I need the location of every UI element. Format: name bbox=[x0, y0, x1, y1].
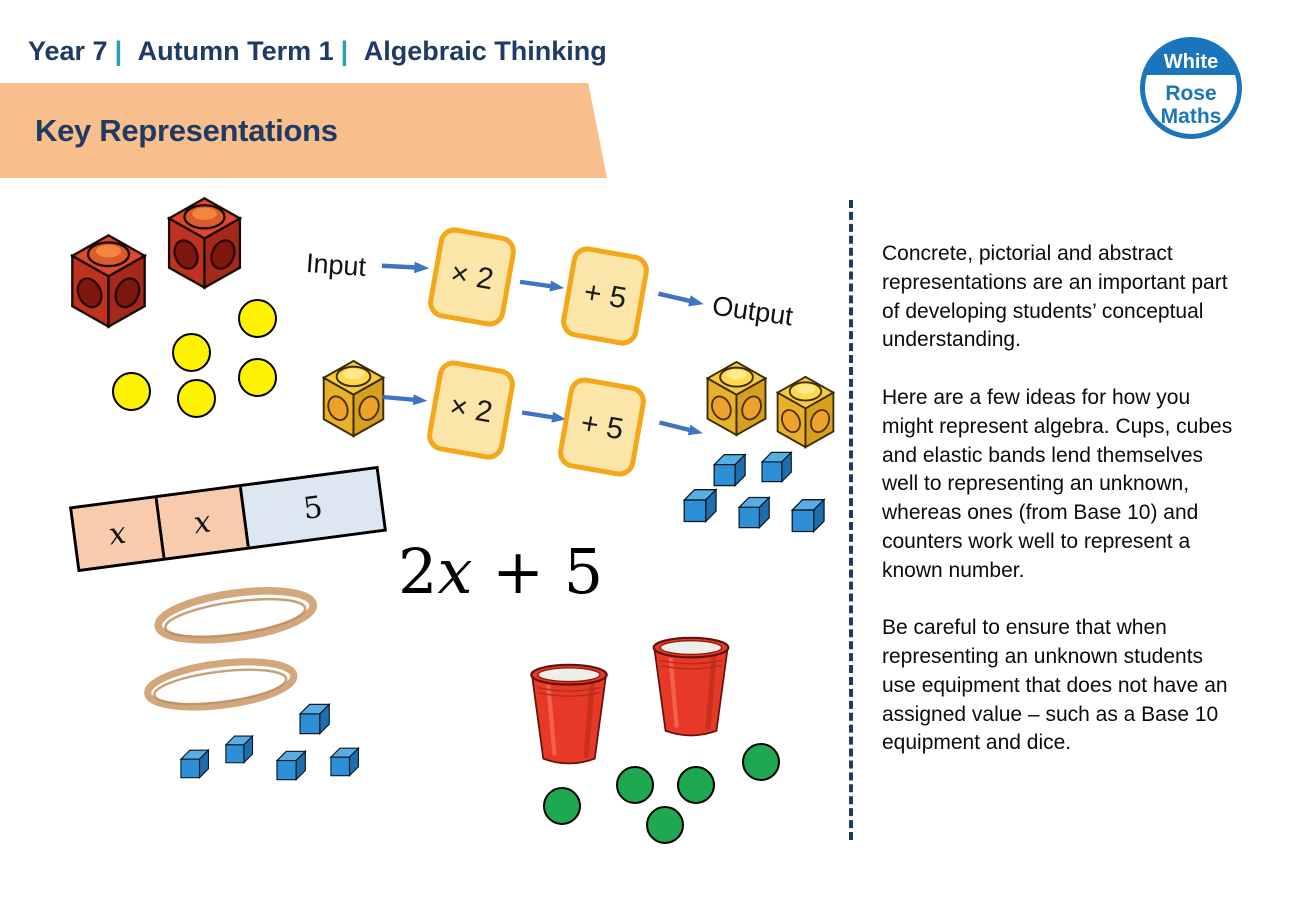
blue-cube-icon bbox=[330, 747, 360, 777]
logo-word-white: White bbox=[1164, 51, 1218, 73]
blue-cube-icon bbox=[713, 453, 746, 487]
explanation-paragraph: Concrete, pictorial and abstract represe… bbox=[882, 242, 1228, 352]
white-rose-maths-logo: White Rose Maths bbox=[1139, 36, 1243, 140]
red-linking-cube-icon bbox=[71, 234, 146, 328]
input-label: Input bbox=[305, 247, 368, 283]
red-cup-icon bbox=[648, 634, 734, 741]
dashed-divider bbox=[849, 200, 853, 840]
arrow-right-icon bbox=[518, 275, 566, 295]
course-label: Year 7 bbox=[28, 36, 108, 66]
green-counter-icon bbox=[742, 743, 780, 781]
expression-variable: x bbox=[437, 535, 473, 608]
logo-circle-icon: White Rose Maths bbox=[1140, 37, 1242, 139]
blue-cube-icon bbox=[276, 750, 306, 781]
blue-cube-icon bbox=[180, 749, 210, 779]
pipe-separator: | bbox=[340, 36, 349, 66]
red-cup-icon bbox=[526, 661, 612, 769]
breadcrumb: Year 7| Autumn Term 1| Algebraic Thinkin… bbox=[28, 36, 607, 67]
pipe-separator: | bbox=[114, 36, 123, 66]
bar-model: x x 5 bbox=[69, 465, 387, 573]
output-label: Output bbox=[710, 290, 795, 332]
elastic-band-icon bbox=[148, 575, 325, 658]
explanation-paragraph: Be careful to ensure that when represent… bbox=[882, 616, 1228, 755]
blue-cube-icon bbox=[225, 735, 254, 764]
yellow-linking-cube-icon bbox=[322, 359, 385, 438]
yellow-linking-cube-icon bbox=[706, 361, 767, 436]
green-counter-icon bbox=[616, 766, 654, 804]
yellow-linking-cube-icon bbox=[776, 375, 835, 449]
expression-constant: + 5 bbox=[472, 535, 604, 608]
blue-cube-icon bbox=[791, 499, 825, 533]
bar-cell-x: x bbox=[157, 486, 251, 558]
explanation-paragraph: Here are a few ideas for how you might r… bbox=[882, 386, 1233, 582]
machine-plus-5-box: + 5 bbox=[555, 374, 649, 480]
bar-cell-5: 5 bbox=[242, 469, 384, 547]
green-counter-icon bbox=[646, 806, 684, 844]
term-label: Autumn Term 1 bbox=[137, 36, 334, 66]
arrow-right-icon bbox=[520, 405, 569, 426]
green-counter-icon bbox=[677, 766, 715, 804]
machine-times-2-box: × 2 bbox=[424, 357, 518, 463]
blue-cube-icon bbox=[738, 496, 770, 529]
yellow-counter-icon bbox=[238, 299, 277, 338]
blue-cube-icon bbox=[761, 451, 792, 483]
explanation-panel: Concrete, pictorial and abstract represe… bbox=[882, 240, 1242, 787]
elastic-band-icon bbox=[131, 648, 311, 725]
machine-plus-5-box: + 5 bbox=[558, 243, 652, 349]
title-banner: Key Representations bbox=[0, 83, 607, 178]
green-counter-icon bbox=[543, 787, 581, 825]
arrow-right-icon bbox=[656, 287, 707, 312]
blue-cube-icon bbox=[683, 489, 717, 523]
arrow-right-icon bbox=[381, 390, 429, 408]
topic-label: Algebraic Thinking bbox=[363, 36, 607, 66]
bar-cell-x: x bbox=[72, 498, 166, 569]
machine-times-2-box: × 2 bbox=[425, 224, 519, 330]
algebraic-expression: 2x + 5 bbox=[398, 541, 603, 603]
arrow-right-icon bbox=[381, 259, 432, 276]
logo-word-rose: Rose bbox=[1165, 82, 1216, 105]
blue-cube-icon bbox=[299, 703, 330, 735]
logo-word-maths: Maths bbox=[1161, 105, 1222, 128]
arrow-right-icon bbox=[657, 416, 706, 441]
yellow-counter-icon bbox=[238, 358, 277, 397]
page-title: Key Representations bbox=[35, 112, 338, 148]
expression-coefficient: 2 bbox=[398, 535, 438, 608]
yellow-counter-icon bbox=[112, 372, 151, 411]
yellow-counter-icon bbox=[172, 333, 211, 372]
red-linking-cube-icon bbox=[167, 197, 242, 289]
yellow-counter-icon bbox=[177, 379, 216, 418]
